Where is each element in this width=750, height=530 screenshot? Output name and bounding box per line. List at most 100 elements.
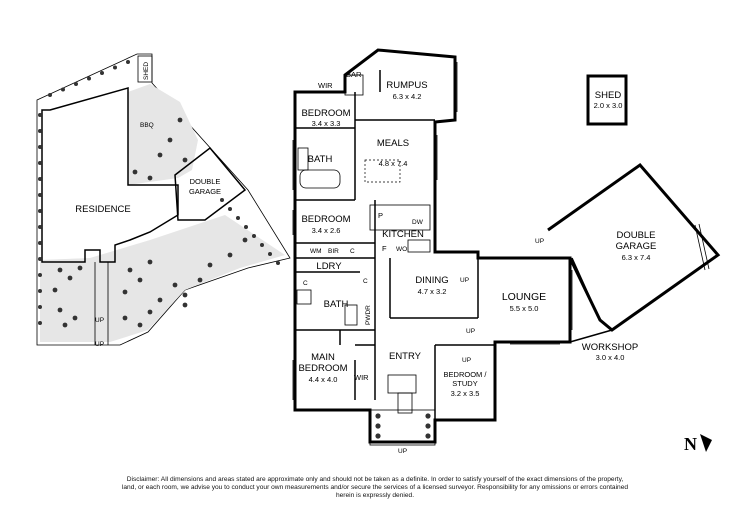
pwdr-label: PWDR <box>365 305 372 325</box>
wir-main-label: WIR <box>354 373 369 382</box>
shrub-mark <box>228 207 232 211</box>
up-label-5: UP <box>535 238 544 245</box>
main-bedroom-dims: 4.4 x 4.0 <box>309 375 338 384</box>
residence-label: RESIDENCE <box>75 204 130 215</box>
shrub-mark <box>122 289 128 295</box>
shrub-mark <box>38 113 42 117</box>
meals-label: MEALS <box>377 138 409 149</box>
shrub-mark <box>87 76 91 81</box>
shrub-mark <box>100 71 104 75</box>
kitchen-label: KITCHEN <box>382 229 424 240</box>
site-path <box>94 262 109 345</box>
shrub-mark <box>38 193 42 197</box>
shrub-mark <box>425 433 431 439</box>
garage-label-2: GARAGE <box>616 241 657 252</box>
windows <box>292 62 573 400</box>
workshop-dims: 3.0 x 4.0 <box>596 353 625 362</box>
shrub-mark <box>38 225 42 229</box>
main-plan: RUMPUS 6.3 x 4.2 WIR BAR BEDROOM 3.4 x 3… <box>292 48 573 455</box>
bedroom-top-label: BEDROOM <box>301 108 350 119</box>
shrub-mark <box>67 275 73 281</box>
garage: DOUBLE GARAGE 6.3 x 7.4 WORKSHOP 3.0 x 4… <box>547 162 721 362</box>
shrub-mark <box>113 65 117 70</box>
dishwasher-label: DW <box>412 219 424 226</box>
shrub-mark <box>182 292 188 298</box>
cupboard-label-1: C <box>350 248 355 255</box>
shrub-mark <box>177 117 183 123</box>
shrub-mark <box>375 433 381 439</box>
site-bushes <box>38 60 280 328</box>
porch <box>369 374 436 446</box>
garden-area <box>128 84 198 185</box>
rumpus-label: RUMPUS <box>386 80 427 91</box>
fridge-label: F <box>382 244 387 253</box>
study-label-2: STUDY <box>452 379 477 388</box>
shrub-mark <box>182 157 188 163</box>
wall-oven-label: WO <box>396 246 407 253</box>
shrub-mark <box>38 209 42 213</box>
shrub-mark <box>72 315 78 321</box>
shrub-mark <box>147 175 153 181</box>
cooktop <box>407 239 431 253</box>
site-garage-outline <box>174 146 247 221</box>
north-label: N <box>684 434 697 454</box>
shrub-mark <box>260 243 264 247</box>
dining-label: DINING <box>415 275 448 286</box>
bar-counter <box>344 74 364 96</box>
shrub-mark <box>62 322 68 328</box>
shrub-mark <box>242 237 248 243</box>
garage-dims: 6.3 x 7.4 <box>622 253 651 262</box>
bar-label: BAR <box>346 70 362 79</box>
shrub-mark <box>167 137 173 143</box>
site-shed <box>137 55 153 83</box>
bath-tub-top <box>299 169 341 189</box>
porch-bushes <box>375 413 431 439</box>
shrub-mark <box>147 259 153 265</box>
shower-lower <box>296 289 312 305</box>
up-label-1: UP <box>460 277 469 284</box>
shed: SHED 2.0 x 3.0 <box>586 74 628 126</box>
front-garden <box>40 215 285 342</box>
site-garage-label-2: GARAGE <box>189 187 221 196</box>
bath-vanity <box>297 147 309 171</box>
shrub-mark <box>52 287 58 293</box>
shrub-mark <box>57 307 63 313</box>
internal-walls <box>295 70 495 420</box>
shrub-mark <box>157 152 163 158</box>
rumpus-dims: 6.3 x 4.2 <box>393 92 422 101</box>
shrub-mark <box>38 289 42 293</box>
garage-label-1: DOUBLE <box>616 230 655 241</box>
shrub-mark <box>38 177 42 181</box>
up-label-3: UP <box>462 357 471 364</box>
up-label-2: UP <box>466 328 475 335</box>
shed-label: SHED <box>595 90 622 101</box>
wir-top-label: WIR <box>318 81 333 90</box>
shrub-mark <box>207 262 213 268</box>
shrub-mark <box>77 265 83 271</box>
shrub-mark <box>375 423 381 429</box>
site-boundary <box>36 53 291 346</box>
shrub-mark <box>74 82 78 86</box>
shrub-mark <box>425 423 431 429</box>
shrub-mark <box>236 216 240 220</box>
shrub-mark <box>38 305 42 309</box>
site-shed-label: SHED <box>143 62 150 80</box>
north-arrow: N <box>684 434 712 454</box>
outer-walls <box>293 48 572 444</box>
shed-dims: 2.0 x 3.0 <box>594 101 623 110</box>
shrub-mark <box>126 60 130 64</box>
shrub-mark <box>375 413 381 419</box>
residence-outline <box>41 87 179 263</box>
shrub-mark <box>252 234 256 238</box>
bir-label: BIR <box>328 248 339 255</box>
shrub-mark <box>38 241 42 245</box>
bedroom-mid-dims: 3.4 x 2.6 <box>312 226 341 235</box>
meals-dims: 4.8 x 7.4 <box>379 159 408 168</box>
shrub-mark <box>122 315 128 321</box>
shrub-mark <box>38 321 42 325</box>
shrub-mark <box>220 198 224 202</box>
shrub-mark <box>61 87 65 92</box>
site-up-label-1: UP <box>95 317 104 324</box>
kitchen-island <box>369 204 431 231</box>
north-arrow-icon <box>700 434 712 452</box>
